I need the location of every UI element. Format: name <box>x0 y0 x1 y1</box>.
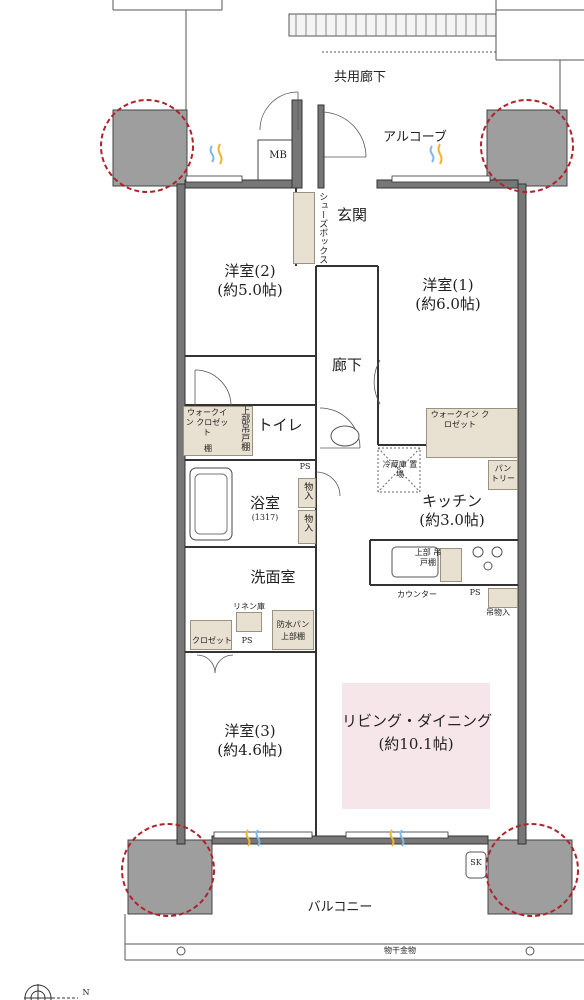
bathtub <box>189 467 233 541</box>
room-washroom-name: 洗面室 <box>250 568 296 586</box>
walkin-right-label: ウォークイン クロゼット <box>430 410 490 429</box>
upper-structure <box>112 0 584 110</box>
upper-shelf-label: 上部吊戸棚 <box>239 406 250 451</box>
linen-box <box>236 612 262 632</box>
room-western3-size: (約4.6帖) <box>217 740 283 759</box>
room-western3-name: 洋室(3) <box>224 722 276 740</box>
linen-label: リネン庫 <box>233 602 265 611</box>
room-western2-name: 洋室(2) <box>224 262 276 280</box>
closet-label: クロゼット <box>192 636 232 645</box>
room-living-name: リビング・ダイニング <box>342 712 493 730</box>
kitchen-upper-label: 上部 吊戸棚 <box>414 548 442 567</box>
walkin-closet-right <box>426 408 518 458</box>
hanging-storage-box <box>488 588 518 608</box>
walkin-left-label: ウォークイン クロゼット <box>185 408 229 437</box>
compass-icon <box>24 984 78 1000</box>
storage1-label: 物入 <box>302 482 313 500</box>
room-western1-label: 洋室(1) (約6.0帖) <box>398 276 498 314</box>
storage-box-2 <box>298 510 316 544</box>
room-bath-name: 浴室 <box>249 494 280 512</box>
storage-box-1 <box>298 478 316 508</box>
column-top-left <box>112 109 188 187</box>
upper-shelf-box <box>272 610 314 650</box>
stove-burner-1 <box>472 546 484 558</box>
sk-label: SK <box>470 858 482 867</box>
room-hallway-name: 廊下 <box>331 356 362 374</box>
alcove-label: アルコーブ <box>383 130 447 145</box>
kitchen-upper-box <box>440 548 462 582</box>
room-toilet-name: トイレ <box>257 416 303 434</box>
pantry-box <box>488 460 518 490</box>
room-bath-size: (1317) <box>251 512 279 522</box>
shoebox-label: シューズボックス <box>317 192 328 264</box>
ps1-label: PS <box>299 462 311 471</box>
north-label: N <box>82 988 90 997</box>
mb-label: MB <box>269 150 287 161</box>
balcony-label: バルコニー <box>307 900 373 915</box>
room-living-size: (約10.1帖) <box>378 734 454 753</box>
door-swings <box>194 91 381 674</box>
room-bath-label: 浴室 (1317) <box>240 494 290 523</box>
ps2-label: PS <box>469 588 481 597</box>
stove-burner-3 <box>483 561 493 571</box>
pantry-label: パン トリー <box>491 464 515 483</box>
room-living-label: リビング・ダイニング (約10.1帖) <box>342 712 493 754</box>
closet-box <box>190 620 232 650</box>
column-bottom-left <box>127 839 213 915</box>
windows <box>185 175 491 839</box>
room-kitchen-size: (約3.0帖) <box>419 510 485 529</box>
storage2-label: 物入 <box>302 514 313 532</box>
ps3-label: PS <box>241 636 253 645</box>
column-top-right <box>486 109 568 187</box>
exterior-walls <box>176 99 527 845</box>
upper-shelf2-label: 上部棚 <box>281 632 305 641</box>
balcony-rail <box>124 851 584 961</box>
interior-walls <box>185 188 518 836</box>
room-western1-size: (約6.0帖) <box>415 294 481 313</box>
room-kitchen-name: キッチン <box>421 492 482 510</box>
room-entrance-name: 玄関 <box>336 206 367 224</box>
fridge-label: 冷蔵庫 置場 <box>382 460 418 479</box>
room-western3-label: 洋室(3) (約4.6帖) <box>205 722 295 760</box>
clothes-hanger-label: 物干金物 <box>384 946 416 955</box>
shoebox-storage <box>293 192 315 264</box>
counter-label: カウンター <box>397 590 437 599</box>
fridge-area <box>377 447 421 493</box>
room-kitchen-label: キッチン (約3.0帖) <box>402 492 502 530</box>
shelf-label: 棚 <box>204 444 212 453</box>
bathtub-inner <box>194 473 228 535</box>
vent-markers <box>209 143 443 847</box>
walkin-closet-left <box>183 406 253 456</box>
living-dining-highlight <box>342 683 490 809</box>
room-western2-label: 洋室(2) (約5.0帖) <box>205 262 295 300</box>
column-bottom-right <box>487 839 573 915</box>
corridor-label: 共用廊下 <box>333 70 386 85</box>
room-western2-size: (約5.0帖) <box>217 280 283 299</box>
toilet-bowl <box>330 425 360 447</box>
kitchen-sink <box>391 546 439 578</box>
room-western1-name: 洋室(1) <box>422 276 474 294</box>
stove-burner-2 <box>491 546 503 558</box>
corridor-rail <box>295 14 487 36</box>
waterproof-pan-label: 防水パン <box>276 620 310 629</box>
hanging-storage-label: 吊物入 <box>486 608 510 617</box>
